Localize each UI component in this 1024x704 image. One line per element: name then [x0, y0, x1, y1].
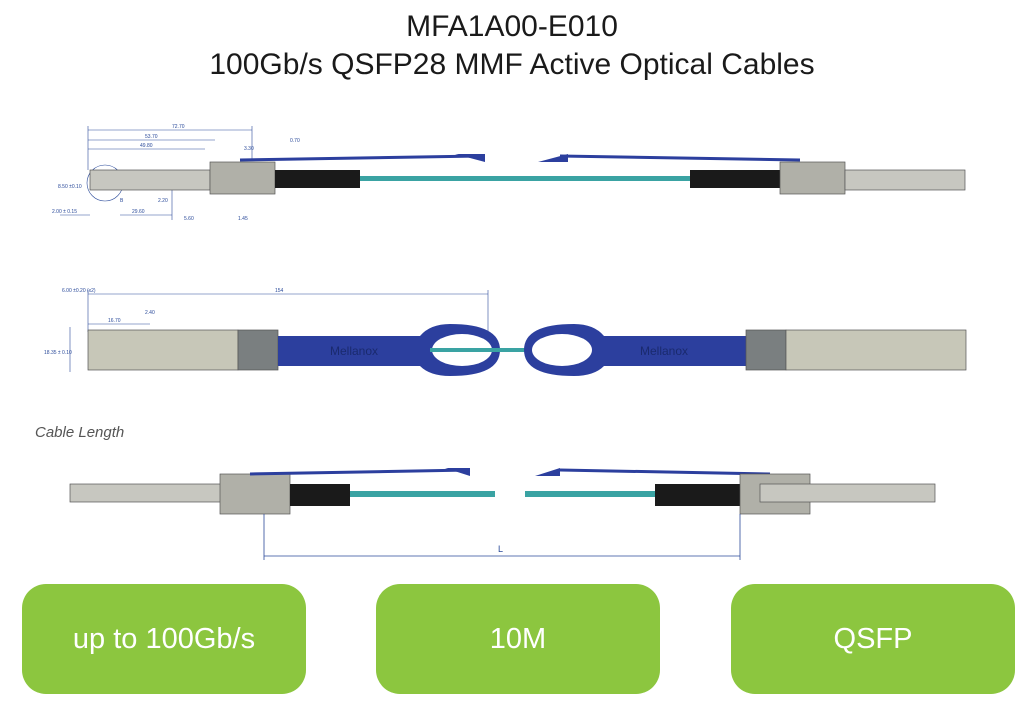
dim-2-20: 2.20 — [158, 198, 168, 204]
dim-6-00: 6.00 ±0.20 (x2) — [62, 288, 96, 294]
product-line-title: 100Gb/s QSFP28 MMF Active Optical Cables — [209, 48, 815, 81]
dim-2-40: 2.40 — [145, 310, 155, 316]
dim-8-50: 8.50 ±0.10 — [58, 184, 82, 190]
dim-49-80: 49.80 — [140, 143, 153, 149]
dim-53-70: 53.70 — [145, 134, 158, 140]
form-factor-tile: QSFP — [731, 584, 1015, 694]
part-number-title: MFA1A00-E010 — [406, 10, 618, 43]
dim-5-60: 5.60 — [184, 216, 194, 222]
dim-0-70: 0.70 — [290, 138, 300, 144]
dim-3-30: 3.30 — [244, 146, 254, 152]
detail-b-label: B — [120, 198, 124, 204]
length-label: L — [498, 544, 503, 554]
dim-1-45: 1.45 — [238, 216, 248, 222]
cable-length-drawing: L — [69, 468, 936, 560]
dim-2-00: 2.00 ± 0.15 — [52, 209, 77, 215]
dim-16-70: 16.70 — [108, 318, 121, 324]
dim-18-35: 18.35 ± 0.10 — [44, 350, 72, 356]
cable-length-caption: Cable Length — [35, 424, 125, 441]
bandwidth-tile: up to 100Gb/s — [22, 584, 306, 694]
length-tile: 10M — [376, 584, 660, 694]
dim-29-60: 29.60 — [132, 209, 145, 215]
top-view-drawing: 154 6.00 ±0.20 (x2) 16.70 2.40 18.35 ± 0… — [44, 288, 967, 376]
dim-154: 154 — [275, 288, 284, 294]
top-side-drawing: 72.70 53.70 49.80 3.30 0.70 8.50 ±0.10 2… — [52, 124, 966, 222]
dim-72-70: 72.70 — [172, 124, 185, 130]
right-brand-label: Mellanox — [640, 344, 688, 358]
left-brand-label: Mellanox — [330, 344, 378, 358]
